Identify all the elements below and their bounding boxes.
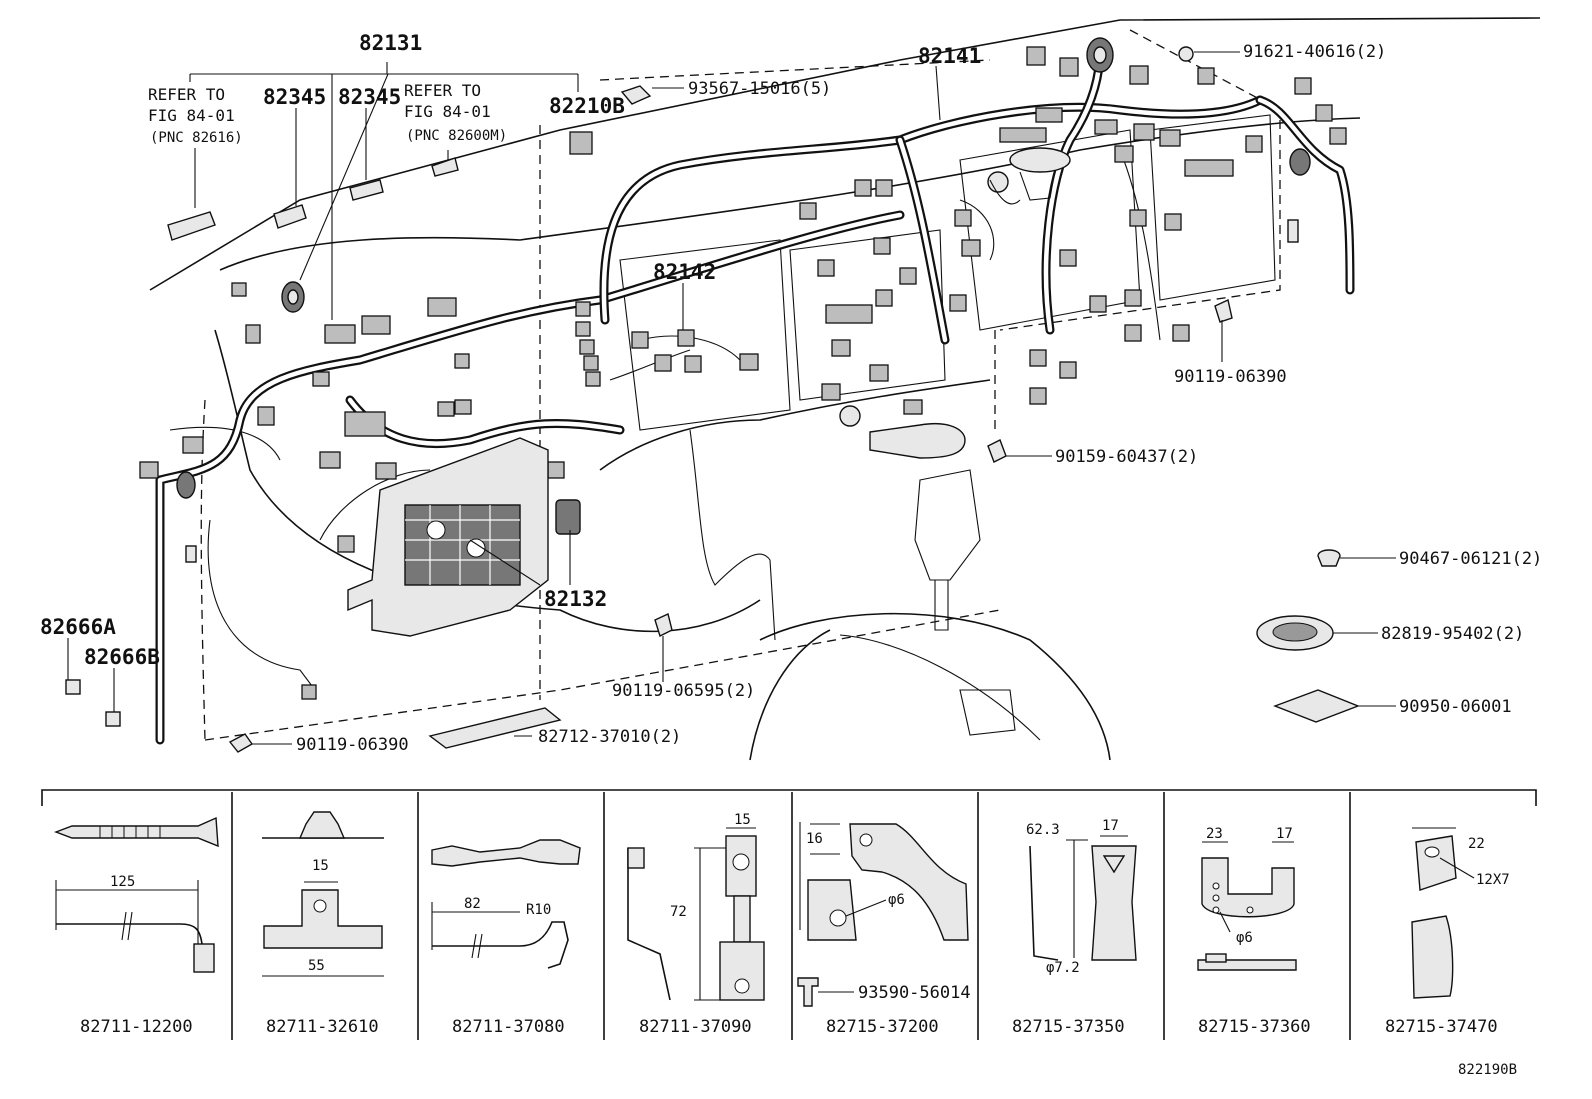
- callout-90159-60437: 90159-60437(2): [1055, 447, 1198, 467]
- clamp-label-4: 82711-37090: [639, 1017, 752, 1037]
- clamp-label-3: 82711-37080: [452, 1017, 565, 1037]
- dim-12x7: 12X7: [1476, 872, 1510, 888]
- clamp-label-8: 82715-37470: [1385, 1017, 1498, 1037]
- label-82666b: 82666B: [84, 645, 160, 669]
- refer-left-line1: REFER TO: [148, 85, 225, 104]
- clamp-82711-12200-drawing: [54, 816, 219, 973]
- label-82666a: 82666A: [40, 615, 116, 639]
- refer-left-line2: FIG 84-01: [148, 106, 235, 125]
- dim-16: 16: [806, 831, 823, 847]
- dim-15-b: 15: [734, 812, 751, 828]
- labels: 82131 82141 82345 82345 82210B 82142 821…: [40, 31, 1542, 1078]
- dim-62-3: 62.3: [1026, 822, 1060, 838]
- dim-r10: R10: [526, 902, 551, 918]
- connectors: [139, 46, 1347, 700]
- clamp-82711-37090-drawing: [627, 827, 765, 1001]
- clamp-label-5: 82715-37200: [826, 1017, 939, 1037]
- leader-lines: [67, 51, 1396, 745]
- dim-phi7-2: φ7.2: [1046, 960, 1080, 976]
- label-82141: 82141: [918, 44, 981, 68]
- label-82210b: 82210B: [549, 94, 625, 118]
- clamp-label-6: 82715-37350: [1012, 1017, 1125, 1037]
- label-82131: 82131: [359, 31, 422, 55]
- clamp-82715-37470-drawing: [1411, 827, 1475, 999]
- clamp-82711-32610-drawing: [262, 811, 384, 977]
- refer-right-line2: FIG 84-01: [404, 102, 491, 121]
- grommets: [176, 37, 1311, 563]
- callout-93567-15016: 93567-15016(5): [688, 79, 831, 99]
- dim-125: 125: [110, 874, 135, 890]
- dim-72: 72: [670, 904, 687, 920]
- callout-90950-06001: 90950-06001: [1399, 697, 1512, 717]
- loose-parts: [65, 46, 1360, 753]
- callout-82819-95402: 82819-95402(2): [1381, 624, 1524, 644]
- callout-91621-40616: 91621-40616(2): [1243, 42, 1386, 62]
- refer-right-line1: REFER TO: [404, 81, 481, 100]
- clamp-label-1: 82711-12200: [80, 1017, 193, 1037]
- refer-left-line3: (PNC 82616): [150, 130, 243, 146]
- dim-15-a: 15: [312, 858, 329, 874]
- clamp-82715-37350-drawing: [1029, 835, 1137, 961]
- clamp-82715-37360-drawing: [1197, 841, 1297, 971]
- label-82132: 82132: [544, 587, 607, 611]
- label-82142: 82142: [653, 260, 716, 284]
- callout-82712-37010: 82712-37010(2): [538, 727, 681, 747]
- dim-22: 22: [1468, 836, 1485, 852]
- dim-55: 55: [308, 958, 325, 974]
- label-82345-left: 82345: [263, 85, 326, 109]
- wire-harness: [155, 45, 1355, 745]
- clamp-82715-37200-drawing: [797, 822, 969, 1007]
- callout-90119-06595: 90119-06595(2): [612, 681, 755, 701]
- dim-17-a: 17: [1102, 818, 1119, 834]
- clamp-label-2: 82711-32610: [266, 1017, 379, 1037]
- clamp-label-7: 82715-37360: [1198, 1017, 1311, 1037]
- clamp-82711-37080-drawing: [431, 839, 581, 969]
- dim-phi6-a: φ6: [888, 892, 905, 908]
- label-82345-right: 82345: [338, 85, 401, 109]
- callout-90119-06390-right: 90119-06390: [1174, 367, 1287, 387]
- callout-93590-56014: 93590-56014: [858, 983, 971, 1003]
- clamp-panel-frame: [41, 789, 1537, 1040]
- dim-17-b: 17: [1276, 826, 1293, 842]
- callout-90467-06121: 90467-06121(2): [1399, 549, 1542, 569]
- dim-phi6-b: φ6: [1236, 930, 1253, 946]
- figure-code: 822190B: [1458, 1062, 1517, 1078]
- dim-82: 82: [464, 896, 481, 912]
- junction-block: [347, 437, 581, 637]
- refer-right-line3: (PNC 82600M): [406, 128, 507, 144]
- callout-90119-06390-left: 90119-06390: [296, 735, 409, 755]
- dim-23: 23: [1206, 826, 1223, 842]
